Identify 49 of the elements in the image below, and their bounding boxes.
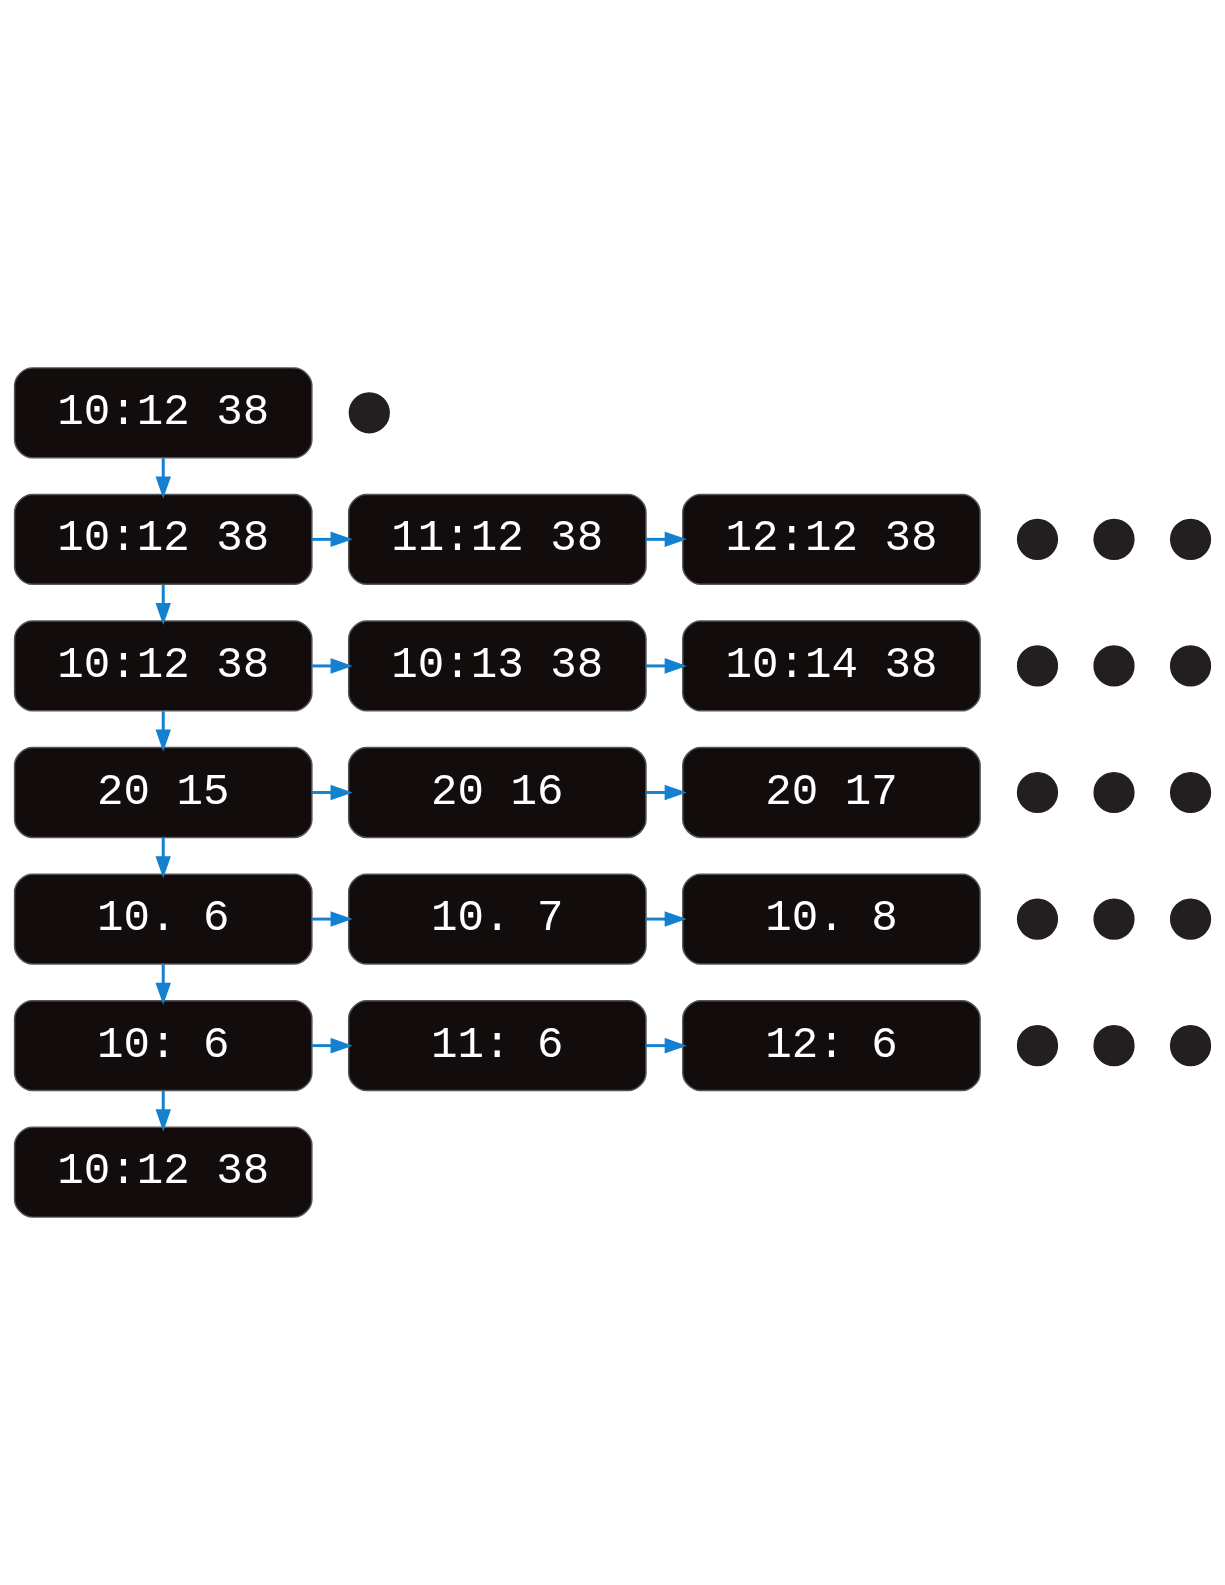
- node-circle: [1093, 898, 1135, 940]
- arrow: [646, 784, 687, 801]
- node-box: 11:12 38: [347, 493, 647, 585]
- node-box: 10. 6: [13, 873, 313, 965]
- arrow: [312, 658, 353, 674]
- node-circle: [1169, 645, 1212, 687]
- node-box: 12:12 38: [682, 493, 981, 585]
- arrow: [312, 1037, 353, 1054]
- node-box: 10. 8: [682, 873, 981, 965]
- node-box: 10:13 38: [347, 620, 647, 712]
- arrow: [646, 1037, 687, 1054]
- node-box: 12: 6: [682, 1000, 981, 1092]
- node-circle: [1016, 1025, 1059, 1067]
- node-box: 10:14 38: [682, 620, 981, 712]
- node-box: 11: 6: [347, 1000, 647, 1092]
- node-box: 10:12 38: [13, 1126, 313, 1218]
- node-box: 10. 7: [347, 873, 647, 965]
- node-box: 10:12 38: [13, 620, 313, 712]
- node-box: 20 15: [13, 746, 313, 839]
- arrow: [155, 964, 171, 1005]
- node-circle: [1016, 898, 1059, 940]
- node-circle: [348, 392, 390, 434]
- node-circle: [1093, 518, 1135, 560]
- node-circle: [1093, 1025, 1135, 1067]
- node-box: 10:12 38: [13, 367, 313, 459]
- node-box: 20 16: [347, 746, 647, 839]
- arrow: [646, 911, 687, 927]
- node-box: 10:12 38: [13, 493, 313, 585]
- node-box: 10: 6: [13, 1000, 313, 1092]
- node-circle: [1093, 771, 1135, 814]
- arrow: [312, 784, 353, 801]
- arrow: [646, 658, 687, 674]
- node-circle: [1016, 645, 1059, 687]
- arrow: [312, 531, 353, 548]
- arrow: [155, 458, 171, 499]
- node-box: 20 17: [682, 746, 981, 839]
- node-circle: [1169, 771, 1212, 814]
- node-circle: [1093, 645, 1135, 687]
- arrow: [646, 531, 687, 548]
- arrow: [312, 911, 353, 927]
- arrow: [155, 1091, 171, 1132]
- node-circle: [1169, 1025, 1212, 1067]
- node-circle: [1016, 518, 1059, 560]
- arrow: [155, 711, 171, 752]
- arrow: [155, 837, 171, 879]
- node-circle: [1169, 518, 1212, 560]
- arrow: [155, 584, 171, 626]
- node-circle: [1016, 771, 1059, 814]
- node-circle: [1169, 898, 1212, 940]
